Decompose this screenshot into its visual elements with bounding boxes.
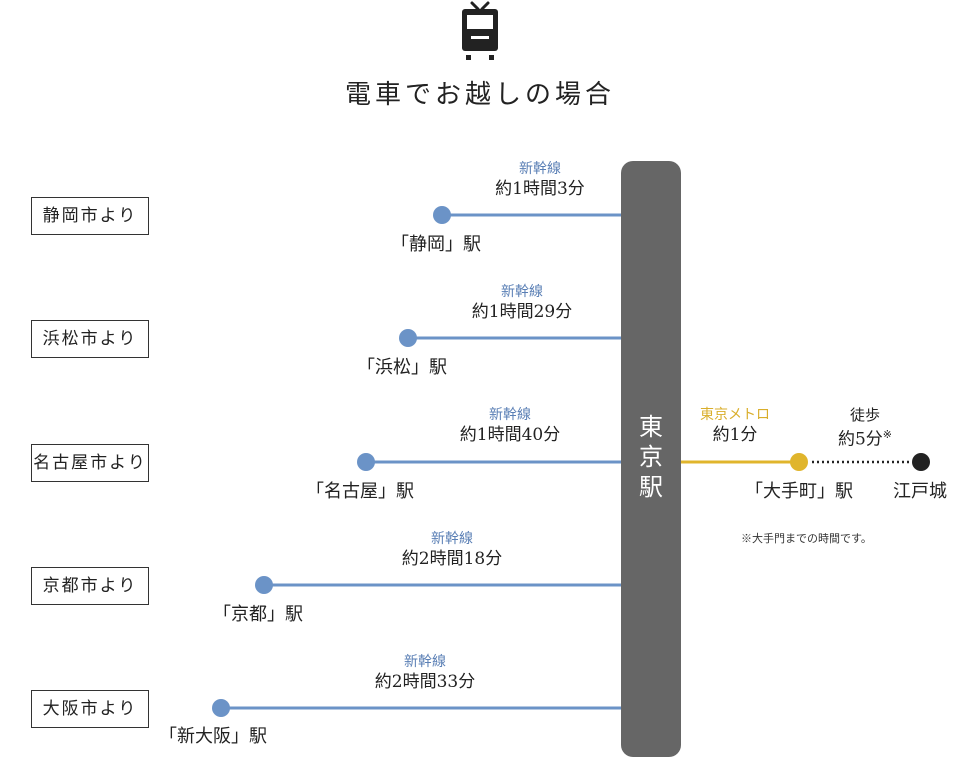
station-dot-osaka: [212, 699, 230, 717]
train-icon: [462, 1, 498, 60]
walk-route-label: 徒歩 約5分※: [837, 406, 893, 450]
station-dot-otemachi: [790, 453, 808, 471]
route-label-shizuoka: 新幹線約1時間3分: [495, 161, 585, 199]
origin-osaka: 大阪市より: [31, 690, 149, 728]
tokyo-station-bar: [621, 161, 681, 757]
destination-dot-edo-castle: [912, 453, 930, 471]
station-hamamatsu: 「浜松」駅: [357, 357, 447, 378]
origin-shizuoka: 静岡市より: [31, 197, 149, 235]
station-dot-shizuoka: [433, 206, 451, 224]
metro-route-label: 東京メトロ約1分: [700, 407, 770, 445]
footnote: ※大手門までの時間です。: [741, 532, 872, 545]
station-dot-kyoto: [255, 576, 273, 594]
station-nagoya: 「名古屋」駅: [306, 481, 414, 502]
station-kyoto: 「京都」駅: [213, 604, 303, 625]
route-label-nagoya: 新幹線約1時間40分: [459, 407, 561, 445]
station-shizuoka: 「静岡」駅: [391, 234, 481, 255]
origin-hamamatsu: 浜松市より: [31, 320, 149, 358]
destination-edo-castle: 江戸城: [893, 481, 947, 502]
tokyo-station-label: 東京駅: [639, 413, 663, 501]
origin-kyoto: 京都市より: [31, 567, 149, 605]
note-mark: ※: [882, 428, 893, 441]
station-shin-osaka: 「新大阪」駅: [159, 726, 267, 747]
station-dot-nagoya: [357, 453, 375, 471]
page-title: 電車でお越しの場合: [344, 80, 615, 110]
route-label-osaka: 新幹線約2時間33分: [374, 654, 476, 692]
station-otemachi: 「大手町」駅: [745, 481, 853, 502]
route-label-hamamatsu: 新幹線約1時間29分: [471, 284, 573, 322]
origin-nagoya: 名古屋市より: [31, 444, 149, 482]
station-dot-hamamatsu: [399, 329, 417, 347]
route-label-kyoto: 新幹線約2時間18分: [401, 531, 503, 569]
